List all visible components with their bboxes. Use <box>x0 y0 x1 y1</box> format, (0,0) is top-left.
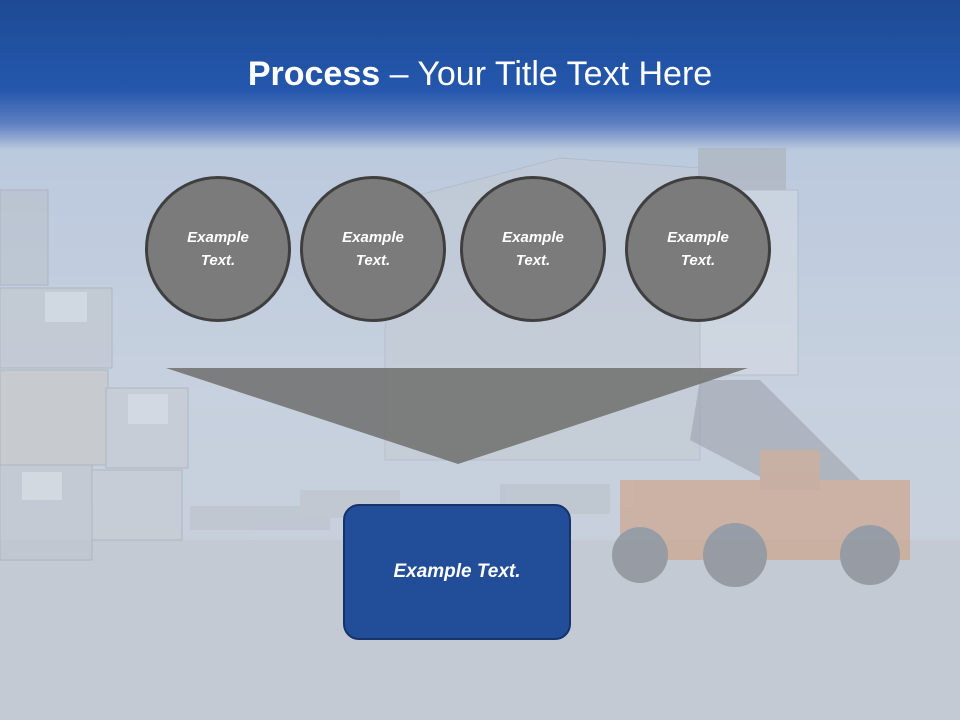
title-rest: – Your Title Text Here <box>380 55 713 93</box>
step-2-text: Example Text. <box>323 226 423 272</box>
step-circle-2: Example Text. <box>300 176 446 322</box>
step-circle-4: Example Text. <box>625 176 771 322</box>
slide-title: Process – Your Title Text Here <box>0 52 960 96</box>
step-circle-3: Example Text. <box>460 176 606 322</box>
step-4-line1: Example <box>667 229 729 246</box>
step-2-line2: Text. <box>355 252 391 269</box>
step-4-text: Example Text. <box>648 226 748 272</box>
step-3-line2: Text. <box>515 252 551 269</box>
step-1-line1: Example <box>187 229 249 246</box>
reach-stacker <box>612 380 910 587</box>
step-1-text: Example Text. <box>168 226 268 272</box>
step-circle-1: Example Text. <box>145 176 291 322</box>
step-1-line2: Text. <box>200 252 236 269</box>
step-4-line2: Text. <box>680 252 716 269</box>
result-text: Example Text. <box>393 561 521 582</box>
header-band <box>0 0 960 150</box>
step-3-text: Example Text. <box>483 226 583 272</box>
step-3-line1: Example <box>502 229 564 246</box>
title-bold: Process <box>247 55 381 93</box>
container-stack <box>0 189 189 561</box>
step-2-line1: Example <box>342 229 404 246</box>
result-box: Example Text. <box>343 504 571 640</box>
